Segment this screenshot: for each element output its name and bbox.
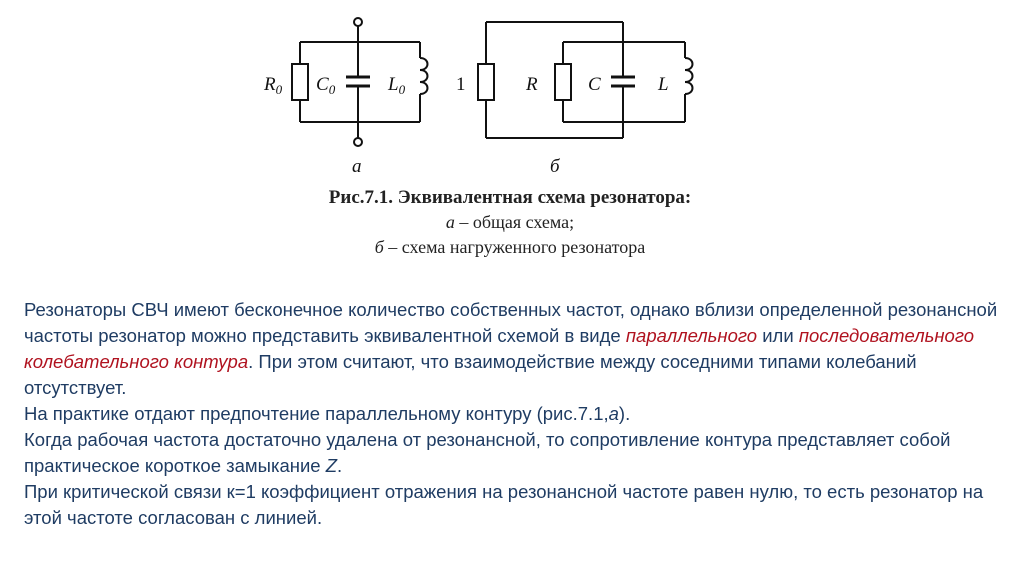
circuit-figure: R0 C0 L0 а 1 R C L б Рис.7.1. Эквивалент… [240, 0, 780, 282]
svg-text:R0: R0 [263, 74, 283, 97]
label-r0: R [263, 74, 276, 95]
body-text: Резонаторы СВЧ имеют бесконечное количес… [24, 297, 1014, 531]
inductor-l [684, 57, 694, 95]
highlight-series: последовательного колебательного контура [24, 325, 975, 372]
label-c: C [588, 74, 601, 95]
label-r: R [525, 74, 538, 95]
svg-text:C0: C0 [316, 74, 336, 97]
svg-text:L0: L0 [387, 74, 406, 97]
resistor-r [554, 63, 572, 101]
figure-caption-line-a: а – общая схема; [445, 212, 575, 232]
paragraph-1: Резонаторы СВЧ имеют бесконечное количес… [24, 299, 998, 398]
terminal-top [353, 17, 363, 27]
figure-caption-line-b: б – схема нагруженного резонатора [374, 237, 646, 257]
resistor-r0 [291, 63, 309, 101]
label-l: L [657, 74, 669, 95]
circuit-diagram: R0 C0 L0 а 1 R C L б [263, 17, 694, 177]
terminal-bottom [353, 137, 363, 147]
resistor-load [477, 63, 495, 101]
label-circuit-b: б [550, 156, 561, 177]
paragraph-4: При критической связи к=1 коэффициент от… [24, 481, 984, 528]
paragraph-2: На практике отдают предпочтение параллел… [24, 403, 631, 424]
label-circuit-a: а [352, 156, 362, 177]
inductor-l0 [419, 57, 429, 95]
label-load: 1 [456, 74, 466, 95]
figure-caption-title: Рис.7.1. Эквивалентная схема резонатора: [328, 187, 692, 208]
paragraph-3: Когда рабочая частота достаточно удалена… [24, 429, 951, 476]
label-c0: C [316, 74, 329, 95]
label-l0: L [387, 74, 399, 95]
circuit-b [477, 21, 694, 139]
circuit-a [291, 17, 429, 147]
highlight-parallel: параллельного [625, 325, 758, 346]
